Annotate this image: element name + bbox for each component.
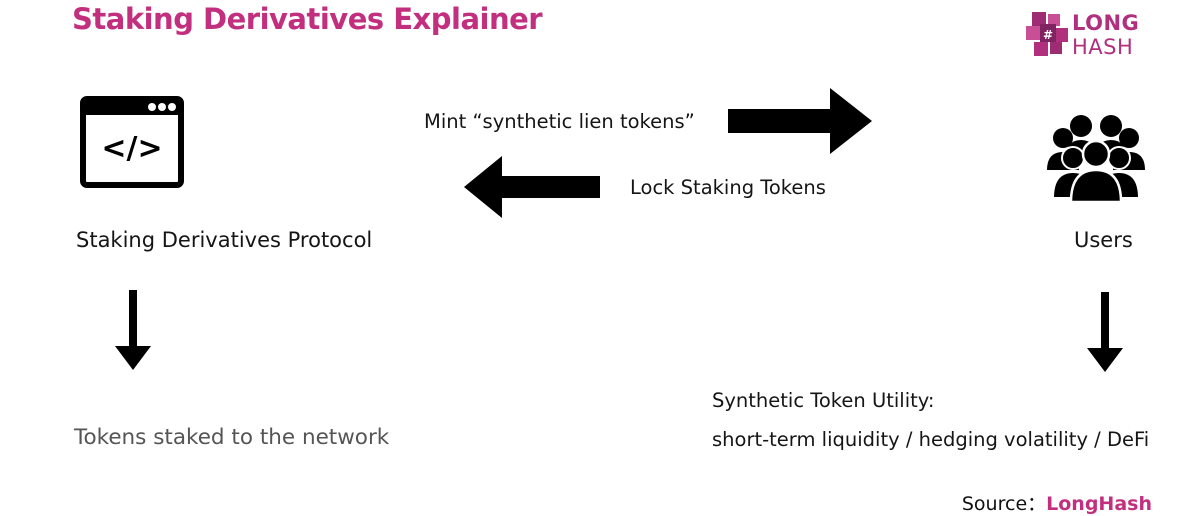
source-prefix: Source： bbox=[961, 493, 1047, 515]
arrow-right-icon bbox=[728, 88, 872, 154]
mint-label: Mint “synthetic lien tokens” bbox=[424, 110, 695, 133]
arrow-down-icon bbox=[1087, 292, 1123, 372]
code-window-icon: </> bbox=[80, 96, 184, 188]
lock-label: Lock Staking Tokens bbox=[630, 176, 826, 199]
logo-text-long: LONG bbox=[1072, 11, 1140, 35]
users-group-icon bbox=[1047, 115, 1145, 204]
protocol-label: Staking Derivatives Protocol bbox=[76, 228, 373, 252]
users-label: Users bbox=[1074, 228, 1133, 252]
source-name: LongHash bbox=[1046, 493, 1152, 515]
arrow-left-icon bbox=[464, 156, 600, 218]
page-title: Staking Derivatives Explainer bbox=[72, 2, 543, 36]
source-credit: Source：LongHash bbox=[962, 489, 1152, 516]
logo-text-hash: HASH bbox=[1072, 35, 1134, 59]
svg-text:#: # bbox=[1043, 28, 1053, 42]
utility-list: short-term liquidity / hedging volatilit… bbox=[712, 428, 1150, 451]
longhash-logo: # LONG HASH bbox=[1022, 8, 1162, 63]
svg-text:</>: </> bbox=[101, 131, 162, 166]
staked-tokens-label: Tokens staked to the network bbox=[74, 425, 390, 450]
utility-title: Synthetic Token Utility: bbox=[712, 389, 935, 412]
logo-cube-icon: # bbox=[1026, 12, 1068, 56]
arrow-down-icon bbox=[115, 290, 151, 370]
